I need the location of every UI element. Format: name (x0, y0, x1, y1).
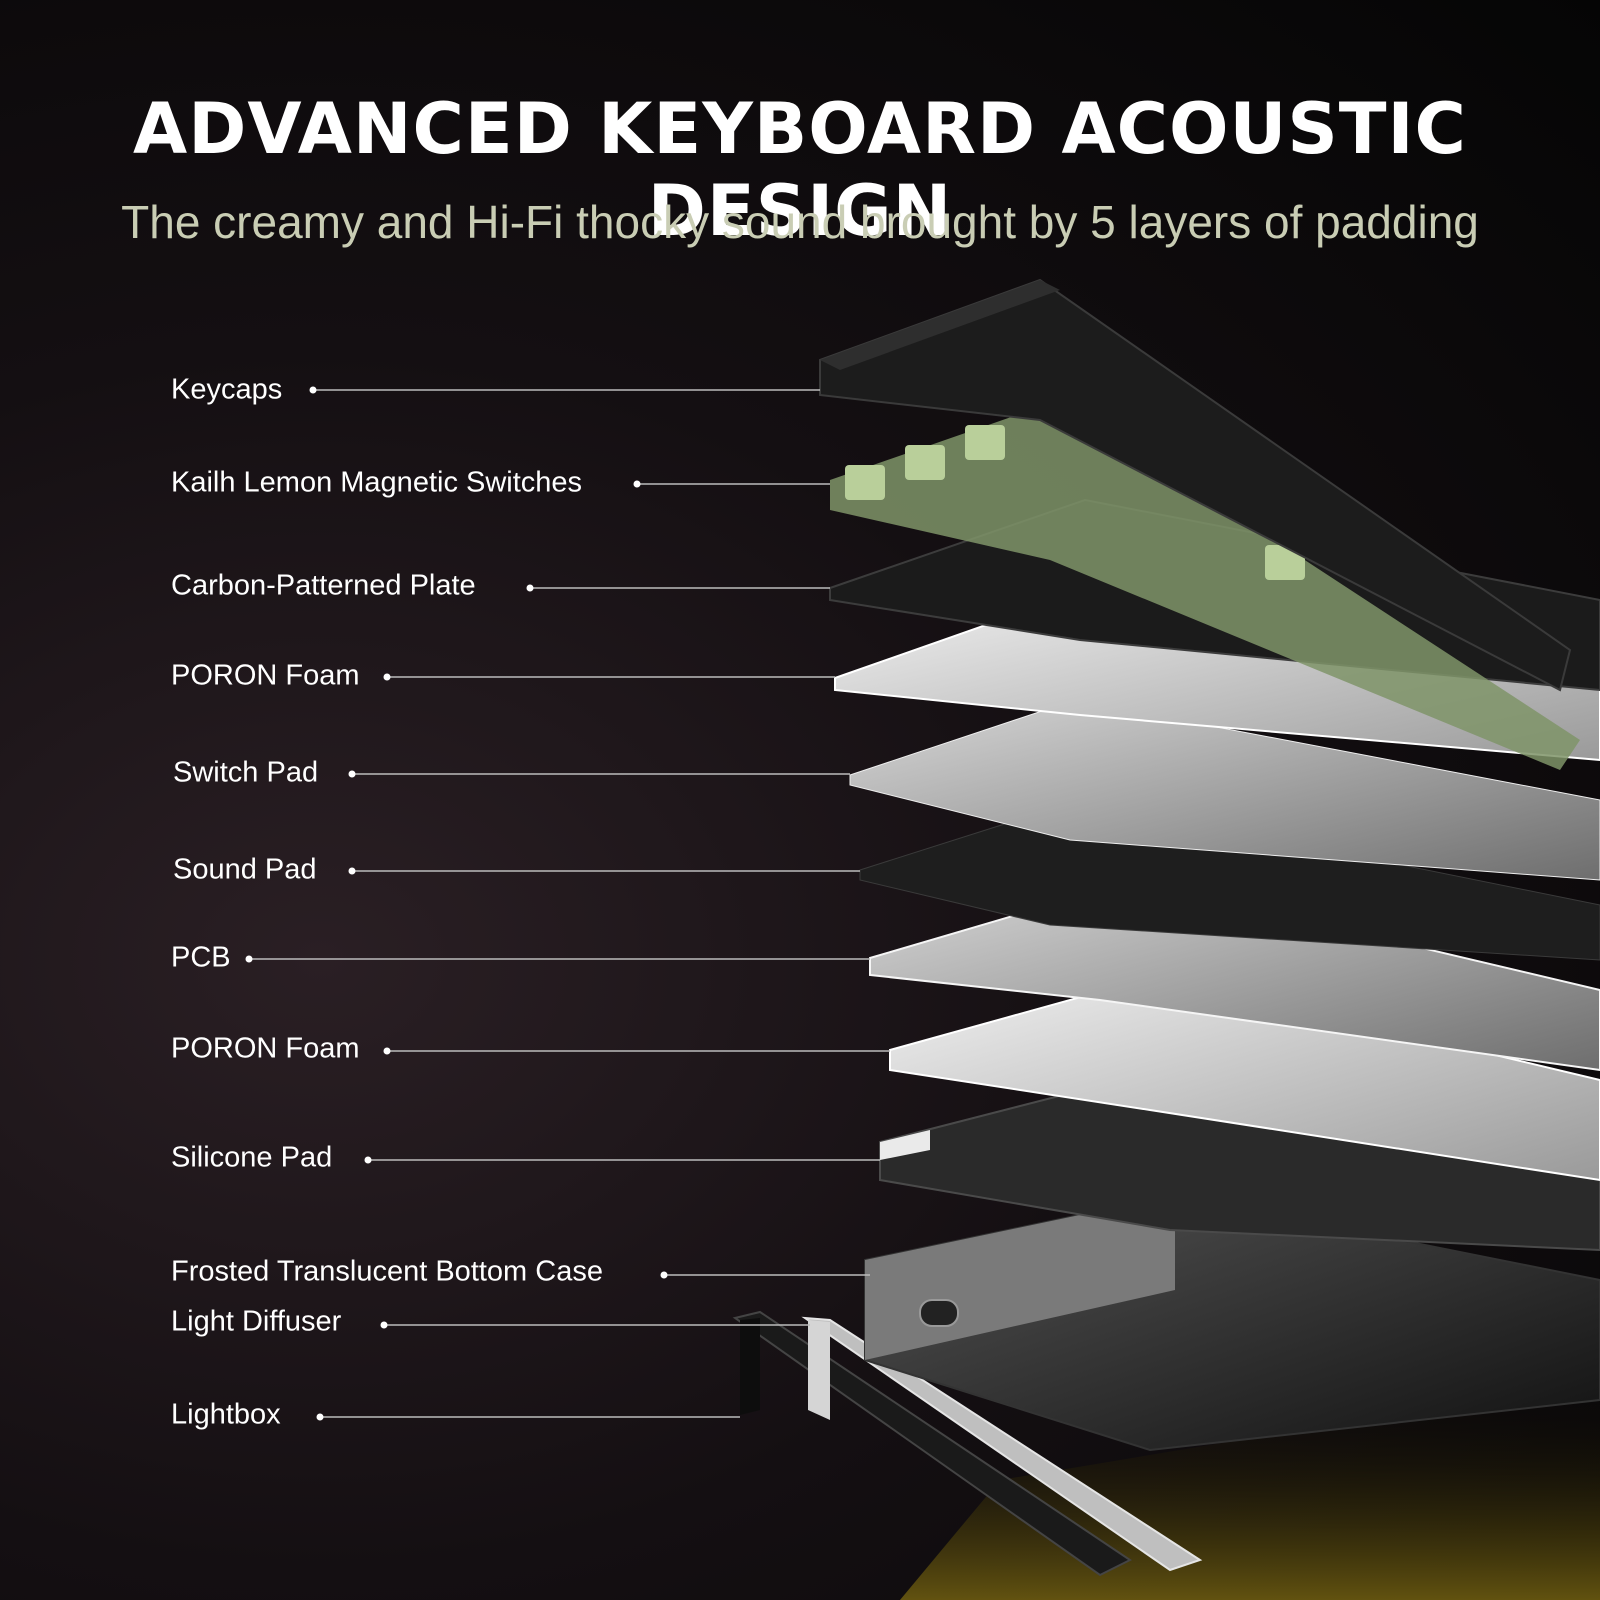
leader-dot-poron-2 (383, 1047, 391, 1055)
label-light-diffuser: Light Diffuser (171, 1305, 342, 1338)
lightbox-layer (732, 1310, 1132, 1577)
leader-dot-keycaps (309, 386, 317, 394)
bottom-case-layer (864, 1193, 1600, 1452)
label-poron-foam-upper: PORON Foam (171, 659, 360, 692)
label-lightbox: Lightbox (171, 1398, 281, 1431)
page-subtitle: The creamy and Hi-Fi thocky sound brough… (121, 196, 1479, 248)
leader-dot-lightbox (316, 1413, 324, 1421)
leader-dot-sound-pad (348, 867, 356, 875)
page-title: ADVANCED KEYBOARD ACOUSTIC DESIGN (133, 88, 1467, 252)
label-plate: Carbon-Patterned Plate (171, 569, 476, 602)
leader-dot-plate (526, 584, 534, 592)
leader-dot-diffuser (380, 1321, 388, 1329)
leader-dot-poron-1 (383, 673, 391, 681)
light-diffuser-layer (801, 1316, 1203, 1572)
label-bottom-case: Frosted Translucent Bottom Case (171, 1255, 603, 1288)
leader-dot-pcb (245, 955, 253, 963)
label-pcb: PCB (171, 941, 231, 974)
label-poron-foam-lower: PORON Foam (171, 1032, 360, 1065)
leader-dot-switches (633, 480, 641, 488)
label-sound-pad: Sound Pad (173, 853, 317, 886)
label-silicone-pad: Silicone Pad (171, 1141, 333, 1174)
leader-dot-bottom-case (660, 1271, 668, 1279)
label-switches: Kailh Lemon Magnetic Switches (171, 466, 583, 499)
leader-dot-silicone (364, 1156, 372, 1164)
label-switch-pad: Switch Pad (173, 756, 319, 789)
keycaps-layer (819, 278, 1572, 692)
leader-dot-switch-pad (348, 770, 356, 778)
label-keycaps: Keycaps (171, 373, 283, 406)
